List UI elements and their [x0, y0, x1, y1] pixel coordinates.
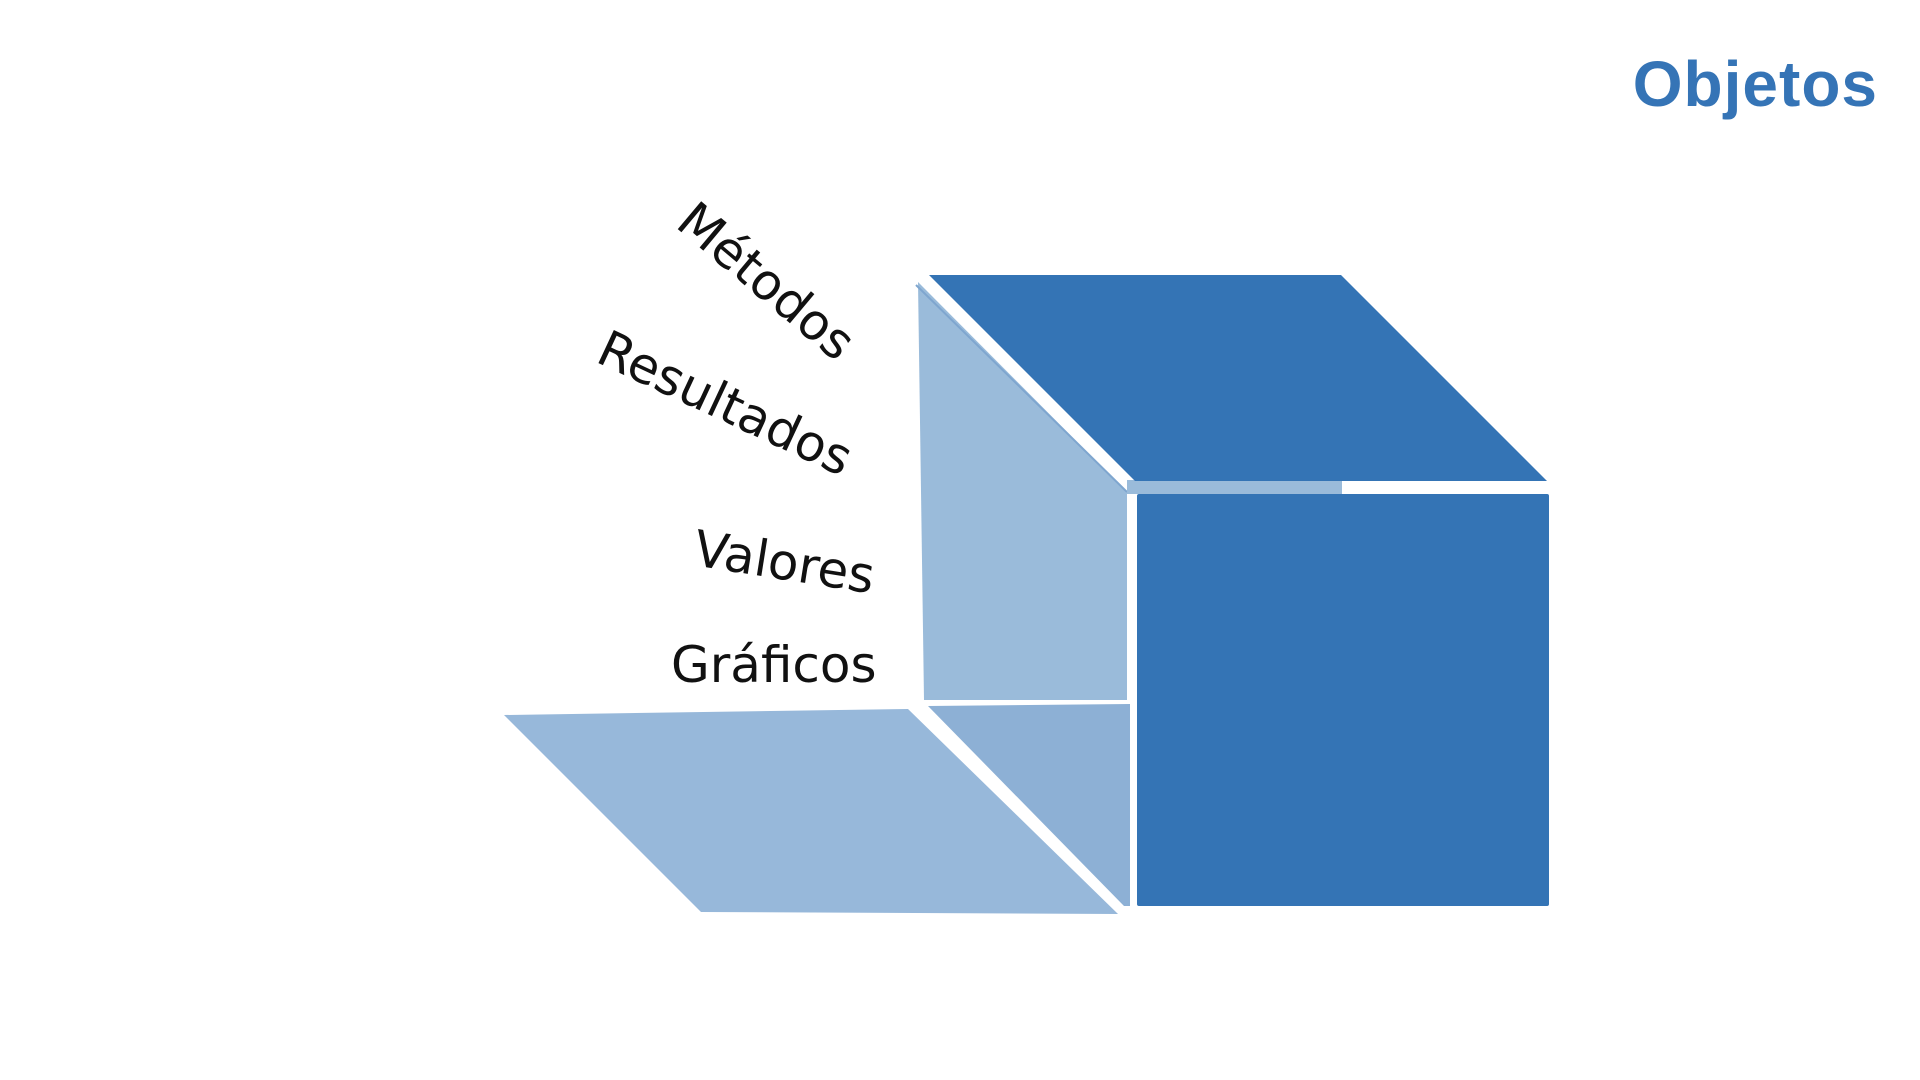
- cube-bottom-face: [928, 704, 1130, 906]
- label-metodos: Métodos: [666, 191, 866, 372]
- label-graficos: Gráficos: [671, 636, 877, 694]
- cube-top-face: [929, 275, 1547, 481]
- cube-floor-face: [504, 709, 1118, 914]
- label-valores: Valores: [690, 520, 879, 606]
- cube-back-left-face: [918, 282, 1127, 700]
- slide-title: Objetos: [1632, 48, 1878, 120]
- cube-back-strip: [1127, 480, 1342, 494]
- cube-back-edge-line: [915, 284, 1128, 493]
- cube-front-face: [1137, 494, 1549, 906]
